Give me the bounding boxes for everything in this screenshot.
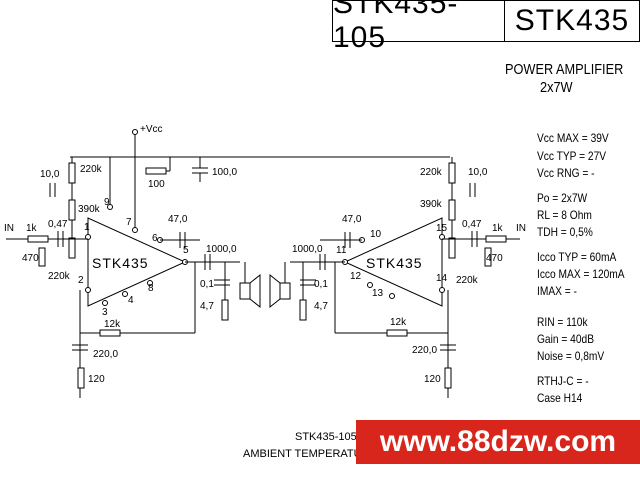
- footer-caption: STK435-105: [295, 431, 357, 443]
- spec-imax: IMAX = -: [537, 284, 577, 298]
- left-c1000: 1000,0: [206, 244, 237, 255]
- spec-icco-typ: Icco TYP = 60mA: [537, 250, 617, 264]
- right-c220: 220,0: [412, 345, 438, 356]
- center-resistor-label: 100: [148, 179, 165, 190]
- left-in-label: IN: [4, 223, 14, 234]
- right-r120: 120: [424, 374, 441, 385]
- pin-8: 8: [148, 283, 154, 294]
- right-c01: 0,1: [314, 279, 328, 290]
- left-r1k: 1k: [26, 223, 37, 234]
- right-r390k: 390k: [420, 199, 442, 210]
- pin-3: 3: [102, 307, 108, 318]
- right-r220k-low: 220k: [456, 275, 478, 286]
- right-r47: 4,7: [314, 301, 328, 312]
- right-c10: 10,0: [468, 167, 488, 178]
- spec-tdh: TDH = 0,5%: [537, 225, 593, 239]
- left-r47: 4,7: [200, 301, 214, 312]
- left-c01: 0,1: [200, 279, 214, 290]
- pin-10: 10: [370, 229, 382, 240]
- right-c47: 47,0: [342, 214, 362, 225]
- right-c1000: 1000,0: [292, 244, 323, 255]
- chip-label-right: STK435: [366, 255, 423, 271]
- description-line1: POWER AMPLIFIER: [505, 61, 624, 78]
- spec-rin: RIN = 110k: [537, 315, 588, 329]
- spec-rl: RL = 8 Ohm: [537, 208, 592, 222]
- left-c47: 47,0: [168, 214, 188, 225]
- spec-vcc-max: Vcc MAX = 39V: [537, 131, 609, 145]
- pin-2: 2: [78, 275, 84, 286]
- pin-4: 4: [128, 295, 134, 306]
- right-r470: 470: [486, 253, 503, 264]
- pin-13: 13: [372, 288, 384, 299]
- right-r12k: 12k: [390, 317, 407, 328]
- spec-vcc-typ: Vcc TYP = 27V: [537, 149, 607, 163]
- pin-12: 12: [350, 271, 362, 282]
- pin-14: 14: [436, 273, 448, 284]
- spec-po: Po = 2x7W: [537, 191, 588, 205]
- left-c220: 220,0: [93, 349, 119, 360]
- pin-11: 11: [336, 245, 347, 256]
- spec-vcc-rng: Vcc RNG = -: [537, 166, 595, 180]
- center-capacitor-label: 100,0: [212, 167, 238, 178]
- spec-gain: Gain = 40dB: [537, 332, 595, 346]
- left-r470: 470: [22, 253, 39, 264]
- footer-temperature: AMBIENT TEMPERATURE UP TO 105C: [243, 448, 443, 460]
- left-r12k: 12k: [104, 319, 121, 330]
- series-box: STK435: [504, 0, 640, 42]
- left-c047: 0,47: [48, 219, 68, 230]
- spec-rthj: RTHJ-C = -: [537, 374, 589, 388]
- part-number: STK435-105: [333, 0, 459, 54]
- description-line2: 2x7W: [540, 79, 573, 96]
- series-name: STK435: [514, 4, 630, 37]
- right-r1k: 1k: [492, 223, 503, 234]
- part-number-box: STK435-105: [332, 0, 505, 54]
- watermark-banner: www.88dzw.com: [356, 420, 640, 464]
- spec-icco-max: Icco MAX = 120mA: [537, 267, 625, 281]
- left-r120: 120: [88, 374, 105, 385]
- supply-label: +Vcc: [140, 124, 163, 135]
- pin-6: 6: [152, 233, 158, 244]
- left-c10: 10,0: [40, 169, 60, 180]
- right-r220k-top: 220k: [420, 167, 442, 178]
- left-r220k-low: 220k: [48, 271, 70, 282]
- right-c047: 0,47: [462, 219, 482, 230]
- left-r220k-top: 220k: [80, 164, 102, 175]
- spec-noise: Noise = 0,8mV: [537, 349, 605, 363]
- chip-label-left: STK435: [92, 255, 149, 271]
- watermark-text: www.88dzw.com: [379, 425, 617, 458]
- right-in-label: IN: [516, 223, 526, 234]
- pin-7: 7: [126, 217, 132, 228]
- pin-5: 5: [183, 245, 189, 256]
- left-r390k: 390k: [78, 204, 100, 215]
- pin-9: 9: [104, 197, 110, 208]
- pin-1: 1: [84, 222, 90, 233]
- spec-case: Case H14: [537, 391, 583, 405]
- pin-15: 15: [436, 223, 448, 234]
